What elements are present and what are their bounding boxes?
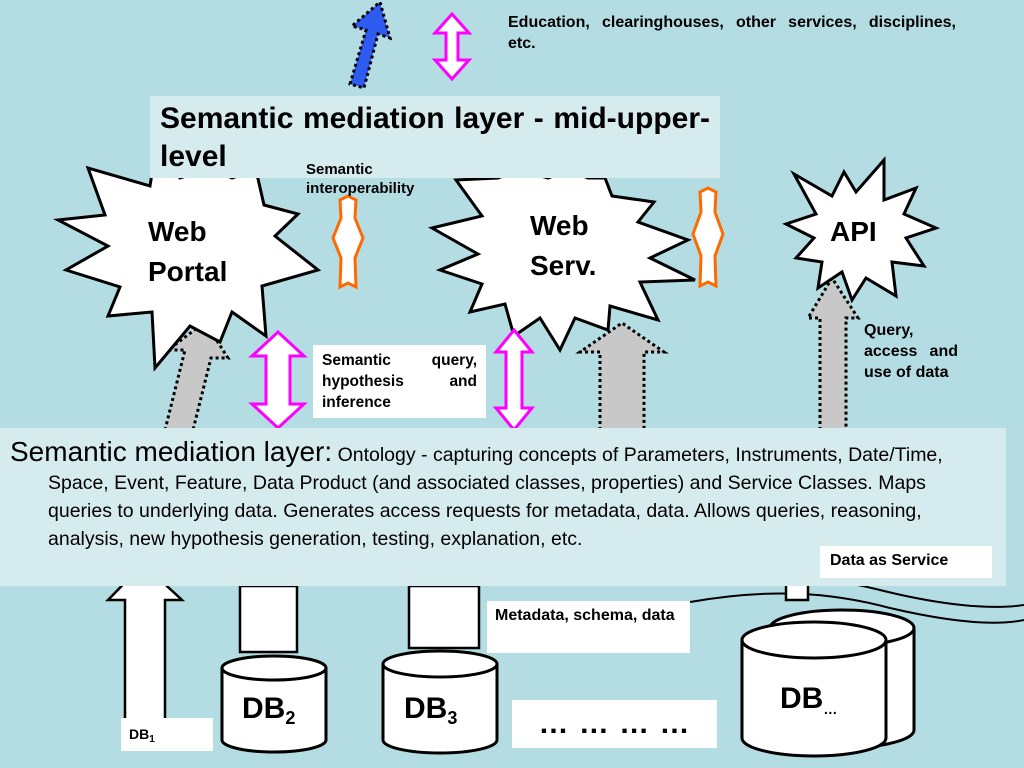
web-serv-label-line-2: Serv. [530,250,597,281]
db3-label-base: DB [404,692,448,725]
db2-cylinder [220,654,328,754]
semantic-mediation-layer-lead: Semantic mediation layer: [10,436,333,467]
semantic-interoperability-label: Semantic interoperability [306,161,415,197]
db2-label: DB2 [242,692,295,729]
orange-double-arrow-right [691,186,725,289]
db3-label: DB3 [404,692,457,729]
web-serv-label: Web Serv. [530,206,596,286]
db1-label-base: DB [129,726,150,742]
metadata-schema-box: Metadata, schema, data [487,601,690,653]
api-star [782,156,941,304]
semantic-query-box: Semantic query, hypothesis and inference [313,345,486,418]
api-label: API [830,216,877,247]
db2-connector [238,584,299,654]
wavy-line-2 [689,592,1024,624]
data-as-service-box: Data as Service [820,546,992,578]
dbn-cylinder-front [740,620,888,758]
dbn-label-base: DB [780,682,824,715]
query-access-note: Query, access and use of data [864,322,958,381]
db3-connector [407,584,481,650]
top-note: Education, clearinghouses, other service… [508,14,956,52]
db2-label-base: DB [242,692,286,725]
web-serv-label-line-1: Web [530,210,589,241]
gray-arrow-api [805,275,861,432]
web-portal-star [52,144,322,372]
db1-label-sub: 1 [149,734,155,745]
dbn-label-sub: … [823,701,838,717]
db1-box: DB1 [121,718,213,751]
dbn-label: DB… [780,682,837,717]
db3-cylinder [381,649,499,755]
ellipsis-box: … … … … [512,700,717,748]
db3-label-sub: 3 [447,708,458,728]
mid-upper-layer-title: Semantic mediation layer - mid-upper-lev… [150,96,720,178]
gray-arrow-web-serv [575,321,669,432]
web-portal-label-line-2: Portal [148,256,228,287]
blue-arrow-up [348,0,393,90]
web-portal-label-line-1: Web [148,216,207,247]
gray-arrow-web-portal [163,319,231,436]
semantic-mediation-layer-body: Ontology - capturing concepts of Paramet… [48,444,943,550]
magenta-double-arrow-top [431,11,473,82]
db2-label-sub: 2 [285,708,296,728]
orange-double-arrow-left [331,194,365,290]
web-portal-label: Web Portal [148,212,227,292]
